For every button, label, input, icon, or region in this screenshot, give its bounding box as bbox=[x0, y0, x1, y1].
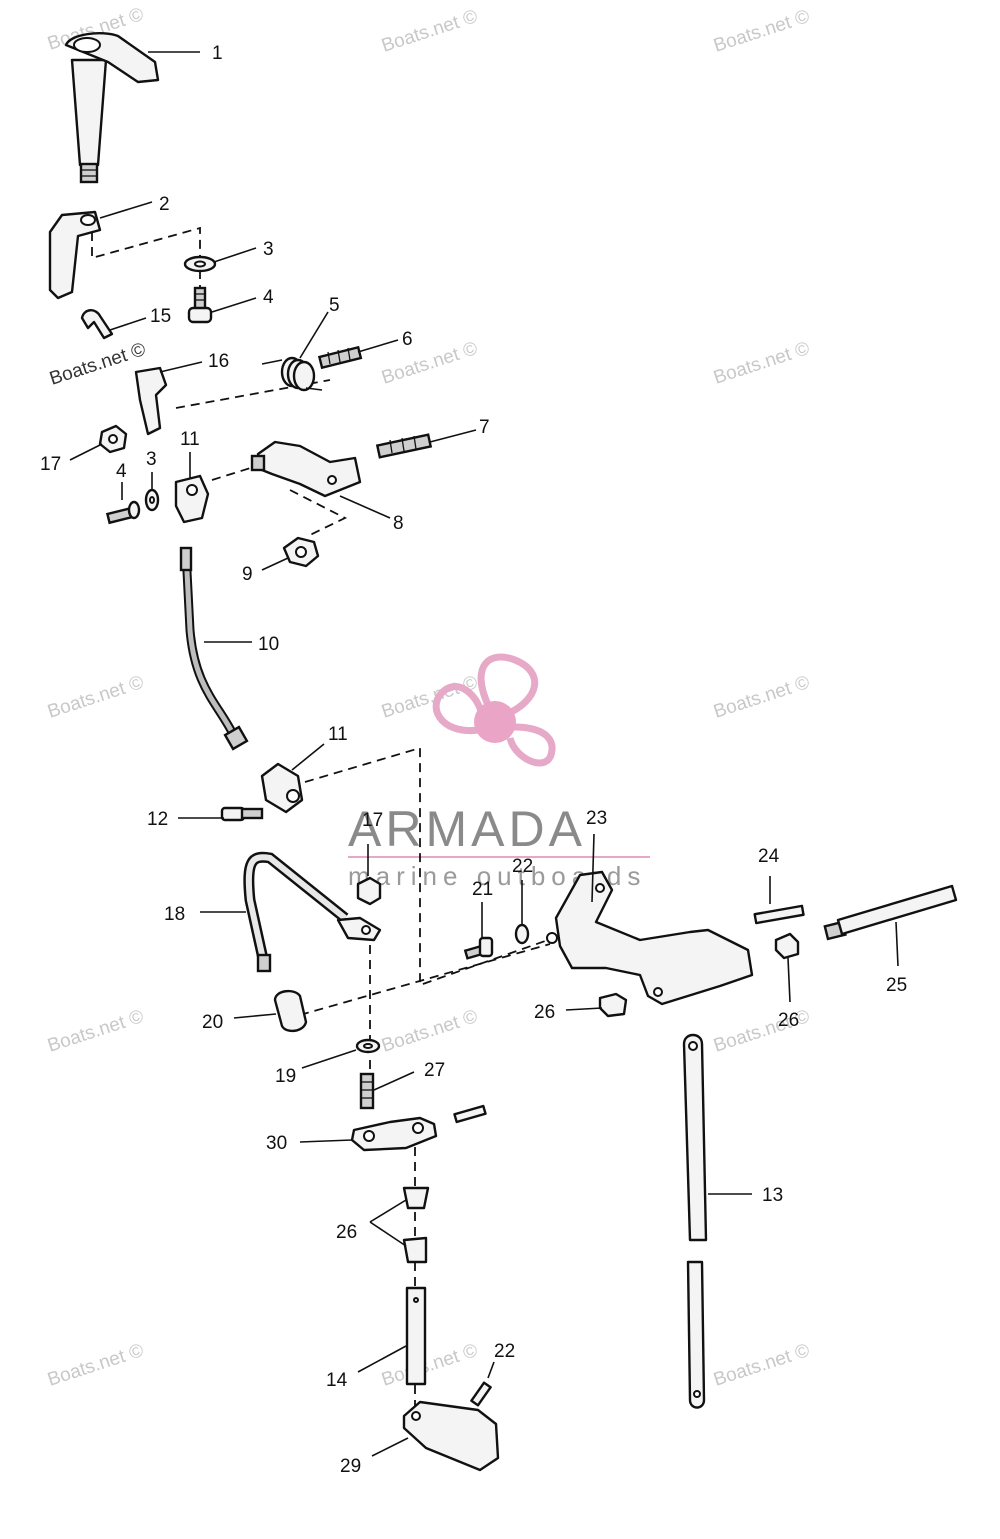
callout-29: 29 bbox=[340, 1456, 361, 1477]
part-8-lever-arm bbox=[250, 440, 362, 498]
part-5-spring bbox=[261, 356, 323, 392]
callouts: 1 2 3 4 5 6 15 16 17 4 3 11 7 8 9 10 11 … bbox=[40, 43, 907, 1477]
callout-26-c: 26 bbox=[336, 1222, 357, 1243]
part-3-washer bbox=[183, 255, 217, 273]
part-11-link-end-lower bbox=[260, 762, 304, 814]
part-22-spring bbox=[514, 923, 530, 945]
callout-18: 18 bbox=[164, 904, 185, 925]
callout-11-b: 11 bbox=[328, 724, 348, 745]
watermark: Boats.net © bbox=[379, 672, 480, 723]
part-3-washer-b bbox=[144, 488, 160, 512]
part-4-screw-b bbox=[105, 500, 141, 525]
callout-5: 5 bbox=[329, 295, 340, 316]
part-26-bushing-d bbox=[774, 932, 800, 960]
part-25-shaft bbox=[823, 884, 958, 941]
watermark: Boats.net © bbox=[711, 672, 812, 723]
part-17-nut bbox=[98, 424, 128, 454]
watermark: Boats.net © bbox=[45, 1006, 146, 1057]
part-11-link-end-upper bbox=[174, 474, 210, 524]
callout-2: 2 bbox=[159, 194, 170, 215]
callout-7: 7 bbox=[479, 417, 490, 438]
part-1-shaft-lever bbox=[64, 32, 160, 184]
part-27-stud bbox=[359, 1072, 375, 1110]
part-26-bushing-b bbox=[402, 1236, 428, 1264]
callout-16: 16 bbox=[208, 351, 229, 372]
part-29-handle bbox=[402, 1400, 500, 1472]
callout-13: 13 bbox=[762, 1185, 783, 1206]
part-13-link-rod bbox=[682, 1033, 708, 1409]
watermark: Boats.net © bbox=[45, 1340, 146, 1391]
part-26-bushing-a bbox=[402, 1186, 430, 1210]
callout-1: 1 bbox=[212, 43, 223, 64]
callout-10: 10 bbox=[258, 634, 279, 655]
callout-14: 14 bbox=[326, 1370, 348, 1391]
part-10-rod bbox=[179, 546, 249, 751]
part-6-stud bbox=[317, 345, 363, 370]
part-18-bent-rod bbox=[243, 851, 382, 973]
part-16-bracket bbox=[134, 366, 168, 436]
part-12-screw bbox=[220, 806, 264, 822]
callout-11: 11 bbox=[180, 429, 200, 450]
part-22-pin-b bbox=[470, 1381, 492, 1407]
callout-23: 23 bbox=[586, 808, 607, 829]
part-4-screw bbox=[187, 286, 213, 324]
watermark: Boats.net © bbox=[711, 338, 812, 389]
watermark: Boats.net © bbox=[47, 339, 148, 390]
callout-19: 19 bbox=[275, 1066, 296, 1087]
callout-6: 6 bbox=[402, 329, 413, 350]
propeller-hub-icon bbox=[474, 701, 516, 743]
part-19-washer bbox=[355, 1038, 381, 1054]
callout-24: 24 bbox=[758, 846, 780, 867]
part-30-lever bbox=[350, 1104, 487, 1152]
callout-3-b: 3 bbox=[146, 449, 157, 470]
part-23-throttle-lever bbox=[546, 870, 754, 1006]
callout-4-b: 4 bbox=[116, 461, 127, 482]
part-26-bushing-c bbox=[598, 992, 628, 1018]
callout-26: 26 bbox=[534, 1002, 555, 1023]
callout-25: 25 bbox=[886, 975, 907, 996]
watermark: Boats.net © bbox=[45, 672, 146, 723]
callout-27: 27 bbox=[424, 1060, 445, 1081]
watermark: Boats.net © bbox=[379, 6, 480, 57]
callout-8: 8 bbox=[393, 513, 404, 534]
watermark: Boats.net © bbox=[711, 6, 812, 57]
callout-9: 9 bbox=[242, 564, 253, 585]
watermark: Boats.net © bbox=[711, 1340, 812, 1391]
callout-22-b: 22 bbox=[494, 1341, 515, 1362]
callout-21: 21 bbox=[472, 879, 493, 900]
callout-20: 20 bbox=[202, 1012, 223, 1033]
assembly-lines bbox=[91, 226, 551, 1410]
brand-name: ARMADA bbox=[348, 801, 586, 857]
callout-3: 3 bbox=[263, 239, 274, 260]
armada-logo: ARMADA marine outboards bbox=[348, 653, 650, 891]
callout-15: 15 bbox=[150, 306, 171, 327]
part-21-screw bbox=[463, 936, 494, 960]
part-17-nut-b bbox=[356, 876, 382, 906]
part-20-cap bbox=[273, 989, 308, 1033]
part-24-pin bbox=[753, 904, 805, 925]
propeller-icon bbox=[432, 653, 556, 767]
callout-4: 4 bbox=[263, 287, 274, 308]
watermark: Boats.net © bbox=[379, 1006, 480, 1057]
callout-30: 30 bbox=[266, 1133, 287, 1154]
watermark: Boats.net © bbox=[379, 1340, 480, 1391]
part-9-nut bbox=[282, 536, 320, 568]
callout-22: 22 bbox=[512, 856, 533, 877]
part-2-lever bbox=[48, 210, 102, 300]
callout-17-b: 17 bbox=[362, 810, 383, 831]
callout-17: 17 bbox=[40, 454, 61, 475]
part-15-clip bbox=[80, 309, 114, 340]
leader-lines bbox=[69, 51, 899, 1457]
callout-26-b: 26 bbox=[778, 1010, 799, 1031]
part-7-stud bbox=[375, 433, 433, 459]
watermark: Boats.net © bbox=[379, 338, 480, 389]
part-14-pin bbox=[405, 1286, 427, 1386]
callout-12: 12 bbox=[147, 809, 168, 830]
